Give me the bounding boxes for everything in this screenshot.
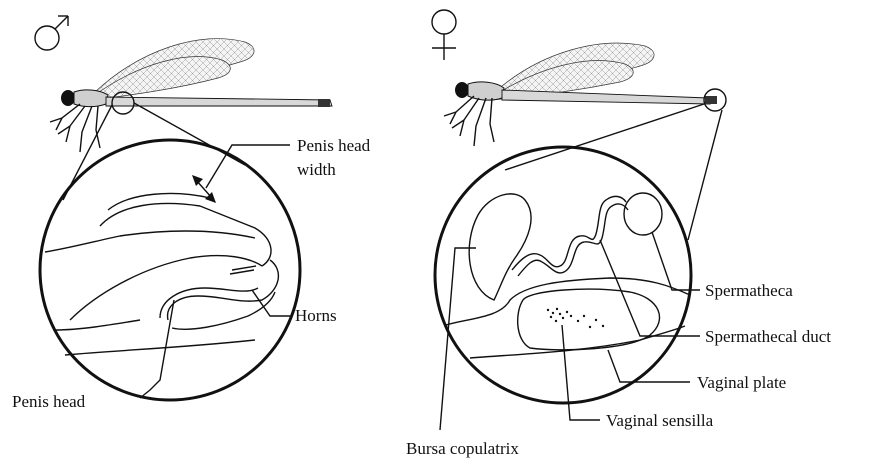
label-penis-head: Penis head xyxy=(12,392,86,411)
label-spermathecal-duct: Spermathecal duct xyxy=(705,327,831,346)
female-panel: Spermatheca Spermathecal duct Vaginal pl… xyxy=(406,10,831,458)
male-detail-circle xyxy=(40,140,300,400)
female-genitalia-drawing xyxy=(446,193,690,358)
male-symbol-icon xyxy=(35,16,68,50)
male-panel: Penis head width Horns Penis head xyxy=(12,16,371,411)
male-genitalia-drawing xyxy=(45,194,278,355)
label-horns: Horns xyxy=(295,306,337,325)
male-wings xyxy=(92,39,254,100)
label-vaginal-plate: Vaginal plate xyxy=(697,373,786,392)
vaginal-sensilla-dots xyxy=(547,308,604,328)
label-penis-head-width-line2: width xyxy=(297,160,336,179)
label-bursa-copulatrix: Bursa copulatrix xyxy=(406,439,519,458)
penis-head-width-arrow-icon xyxy=(192,175,216,203)
label-vaginal-sensilla: Vaginal sensilla xyxy=(606,411,714,430)
female-symbol-icon xyxy=(432,10,456,60)
female-damselfly xyxy=(444,43,717,146)
label-spermatheca: Spermatheca xyxy=(705,281,793,300)
label-penis-head-width-line1: Penis head xyxy=(297,136,371,155)
